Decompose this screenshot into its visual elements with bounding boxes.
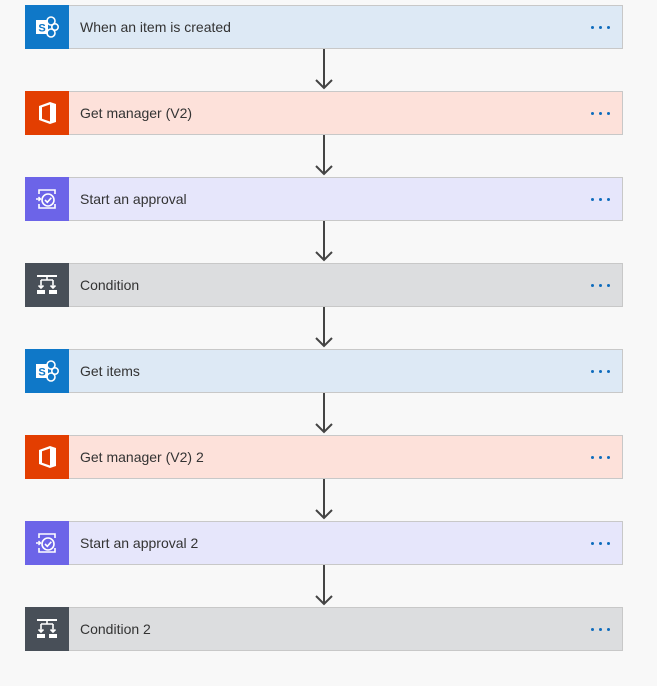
condition-icon [25, 607, 69, 651]
step-title: Condition 2 [80, 621, 151, 637]
step-card-get-manager-v2-2[interactable]: Get manager (V2) 2 [25, 435, 623, 479]
connector-arrow [315, 49, 333, 90]
condition-icon [25, 263, 69, 307]
connector-arrow [315, 221, 333, 262]
office-icon [25, 435, 69, 479]
step-title: Get manager (V2) [80, 105, 193, 121]
connector-arrow [315, 393, 333, 434]
sharepoint-icon: S [25, 5, 69, 49]
connector-arrow [315, 135, 333, 176]
more-options-button[interactable] [580, 350, 620, 392]
approval-icon [25, 521, 69, 565]
svg-text:S: S [38, 23, 45, 35]
step-card-condition-2[interactable]: Condition 2 [25, 607, 623, 651]
connector-arrow [315, 565, 333, 606]
more-options-button[interactable] [580, 436, 620, 478]
step-title: Start an approval [80, 191, 187, 207]
more-options-button[interactable] [580, 522, 620, 564]
step-title: Get items [80, 363, 140, 379]
more-options-button[interactable] [580, 178, 620, 220]
step-title: Get manager (V2) 2 [80, 449, 204, 465]
more-options-button[interactable] [580, 264, 620, 306]
step-title: When an item is created [80, 19, 231, 35]
step-card-get-manager-v2[interactable]: Get manager (V2) [25, 91, 623, 135]
step-card-get-items[interactable]: S Get items [25, 349, 623, 393]
more-options-button[interactable] [580, 608, 620, 650]
connector-arrow [315, 307, 333, 348]
more-options-button[interactable] [580, 6, 620, 48]
step-card-start-an-approval-2[interactable]: Start an approval 2 [25, 521, 623, 565]
sharepoint-icon: S [25, 349, 69, 393]
step-title: Condition [80, 277, 140, 293]
approval-icon [25, 177, 69, 221]
office-icon [25, 91, 69, 135]
svg-text:S: S [38, 367, 45, 379]
step-card-when-an-item-is-created[interactable]: S When an item is created [25, 5, 623, 49]
connector-arrow [315, 479, 333, 520]
step-card-start-an-approval[interactable]: Start an approval [25, 177, 623, 221]
step-card-condition[interactable]: Condition [25, 263, 623, 307]
more-options-button[interactable] [580, 92, 620, 134]
step-title: Start an approval 2 [80, 535, 199, 551]
